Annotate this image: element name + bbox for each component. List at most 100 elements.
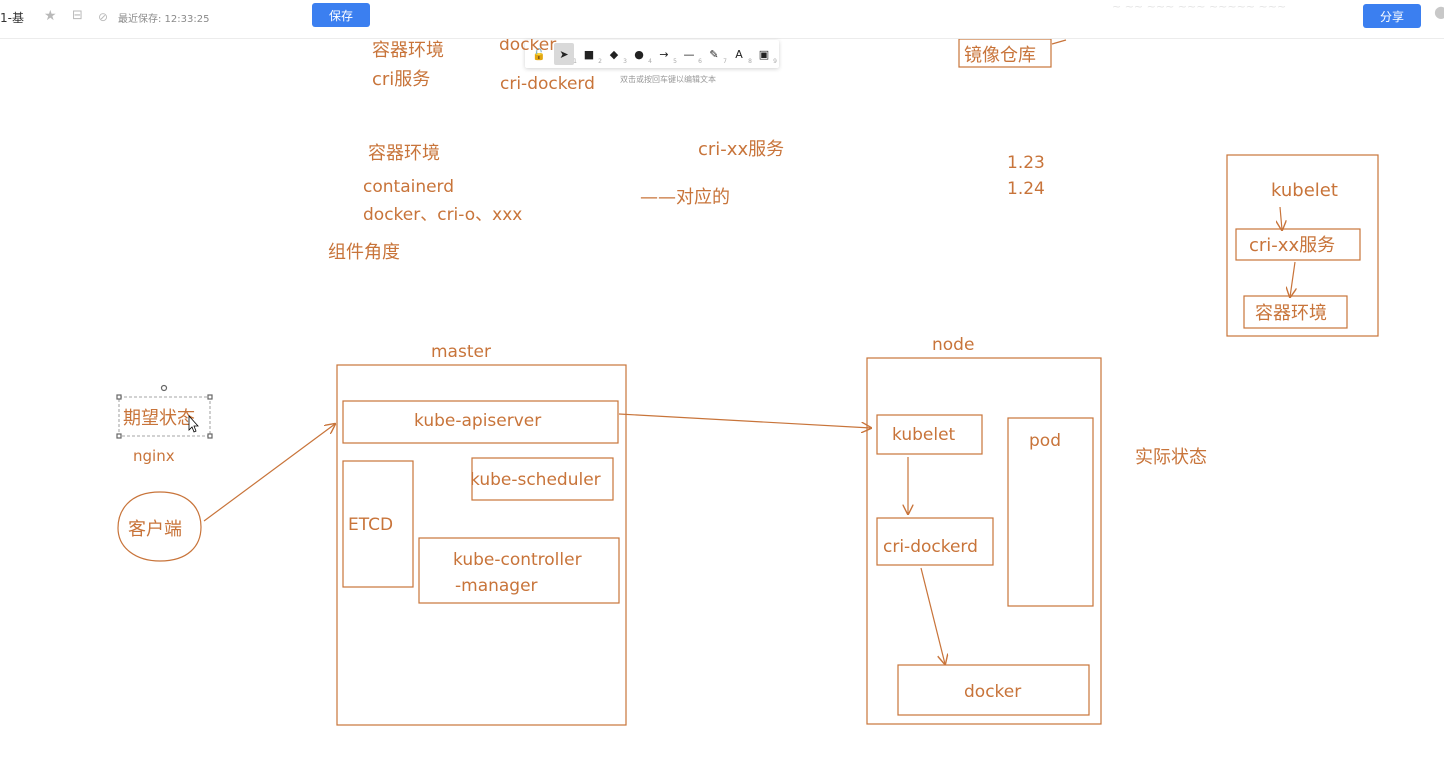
selection-handle-bl[interactable] xyxy=(116,433,122,439)
scheduler-box[interactable] xyxy=(471,457,614,501)
scheduler-label[interactable]: kube-scheduler xyxy=(470,470,601,490)
note-cri-service[interactable]: cri服务 xyxy=(372,69,430,90)
tool-image-icon[interactable]: ▣9 xyxy=(754,43,777,66)
selection-handle-br[interactable] xyxy=(207,433,213,439)
mouse-cursor-icon xyxy=(188,414,199,433)
tool-unlock-icon[interactable]: 🔓 xyxy=(529,43,549,65)
side-kubelet-label[interactable]: kubelet xyxy=(1271,180,1338,201)
note-version-124[interactable]: 1.24 xyxy=(1007,179,1045,199)
note-corresponding[interactable]: ——对应的 xyxy=(640,187,730,208)
tool-rectangle-glyph: ■ xyxy=(583,47,595,61)
tool-line-glyph: — xyxy=(683,47,695,61)
user-avatar-icon[interactable]: ● xyxy=(1434,2,1444,21)
tool-select-shortcut: 1 xyxy=(573,58,577,65)
note-component-view[interactable]: 组件角度 xyxy=(328,242,400,263)
cri-to-docker-arrow xyxy=(920,567,945,664)
tool-ellipse-icon[interactable]: ●4 xyxy=(629,43,652,66)
share-button[interactable]: 分享 xyxy=(1363,4,1421,28)
client-label[interactable]: 客户端 xyxy=(128,519,182,540)
controller-manager-box[interactable] xyxy=(418,537,620,604)
note-version-123[interactable]: 1.23 xyxy=(1007,153,1045,173)
node-docker-box[interactable] xyxy=(897,664,1090,716)
tool-diamond-icon[interactable]: ◆3 xyxy=(604,43,627,66)
apiserver-label[interactable]: kube-apiserver xyxy=(414,411,541,431)
node-docker-label[interactable]: docker xyxy=(964,682,1021,702)
whiteboard-canvas[interactable]: 容器环境 docker cri服务 cri-dockerd 镜像仓库 容器环境 … xyxy=(0,35,1444,772)
selection-handle-tl[interactable] xyxy=(116,394,122,400)
node-frame[interactable] xyxy=(866,357,1102,725)
client-to-apiserver-arrow xyxy=(203,424,335,522)
tool-arrow-shortcut: 5 xyxy=(673,58,677,65)
note-container-env-2[interactable]: 容器环境 xyxy=(368,143,440,164)
tool-diamond-shortcut: 3 xyxy=(623,58,627,65)
note-cri-dockerd-top[interactable]: cri-dockerd xyxy=(500,74,595,94)
node-cri-dockerd-box[interactable] xyxy=(876,517,994,566)
master-label[interactable]: master xyxy=(431,342,491,362)
selection-handle-tr[interactable] xyxy=(207,394,213,400)
tool-ellipse-glyph: ● xyxy=(634,47,644,61)
tool-rectangle-icon[interactable]: ■2 xyxy=(579,43,602,66)
tool-line-icon[interactable]: —6 xyxy=(679,43,703,66)
save-button[interactable]: 保存 xyxy=(312,3,370,27)
mirror-repo-box[interactable] xyxy=(958,38,1052,68)
pod-label[interactable]: pod xyxy=(1029,431,1061,451)
tool-diamond-glyph: ◆ xyxy=(609,47,619,61)
note-docker-top[interactable]: docker xyxy=(499,35,556,55)
side-container-env-label[interactable]: 容器环境 xyxy=(1255,303,1327,324)
side-box-frame[interactable] xyxy=(1226,154,1379,337)
tool-pencil-shortcut: 7 xyxy=(723,58,727,65)
tool-unlock-glyph: 🔓 xyxy=(532,47,546,61)
diagram-svg[interactable]: 容器环境 docker cri服务 cri-dockerd 镜像仓库 容器环境 … xyxy=(0,35,1444,772)
tool-image-shortcut: 9 xyxy=(773,58,777,65)
folder-icon[interactable]: ⊟ xyxy=(72,8,83,23)
controller-label-2[interactable]: -manager xyxy=(455,576,538,596)
client-circle[interactable] xyxy=(117,491,202,562)
node-kubelet-label[interactable]: kubelet xyxy=(892,425,956,445)
note-desired-state[interactable]: 期望状态 xyxy=(123,408,195,429)
side-arrow-1 xyxy=(1280,206,1282,230)
mirror-repo-connector xyxy=(1051,39,1067,45)
tool-pencil-icon[interactable]: ✎7 xyxy=(704,43,727,66)
pod-box[interactable] xyxy=(1007,417,1094,607)
etcd-box[interactable] xyxy=(342,460,414,588)
note-nginx[interactable]: nginx xyxy=(133,447,175,465)
tool-line-shortcut: 6 xyxy=(698,58,702,65)
note-container-env-top[interactable]: 容器环境 xyxy=(372,40,444,61)
document-title[interactable]: 1-基 xyxy=(0,11,24,25)
tool-text-glyph: A xyxy=(735,47,743,61)
saved-check-icon: ⊘ xyxy=(98,10,109,24)
tool-arrow-icon[interactable]: →5 xyxy=(654,43,677,66)
selection-box[interactable] xyxy=(118,396,211,437)
apiserver-to-kubelet-arrow xyxy=(618,413,871,428)
note-actual-state[interactable]: 实际状态 xyxy=(1135,447,1207,468)
note-containerd[interactable]: containerd xyxy=(363,177,454,197)
tool-select-glyph: ➤ xyxy=(559,47,569,61)
side-cri-xx-box[interactable] xyxy=(1235,228,1361,261)
node-kubelet-box[interactable] xyxy=(876,414,983,455)
tool-arrow-glyph: → xyxy=(659,47,669,61)
toolbar-hint: 双击或按回车键以编辑文本 xyxy=(620,75,716,84)
apiserver-box[interactable] xyxy=(342,400,619,444)
note-runtimes[interactable]: docker、cri-o、xxx xyxy=(363,205,522,225)
tool-image-glyph: ▣ xyxy=(758,47,770,61)
tool-rectangle-shortcut: 2 xyxy=(598,58,602,65)
node-label[interactable]: node xyxy=(932,335,974,355)
side-cri-xx-label[interactable]: cri-xx服务 xyxy=(1249,235,1335,256)
tool-text-shortcut: 8 xyxy=(748,58,752,65)
etcd-label[interactable]: ETCD xyxy=(348,515,393,535)
rotate-handle[interactable] xyxy=(160,384,168,392)
side-arrow-2 xyxy=(1290,261,1295,297)
tool-select-icon[interactable]: ➤1 xyxy=(554,43,577,65)
top-bar: 1-基 ★ ⊟ ⊘ 最近保存: 12:33:25 保存 ~ ~~ ~~~ ~~~… xyxy=(0,0,1444,39)
star-icon[interactable]: ★ xyxy=(44,8,57,24)
node-cri-dockerd-label[interactable]: cri-dockerd xyxy=(883,537,978,557)
tool-ellipse-shortcut: 4 xyxy=(648,58,652,65)
master-frame[interactable] xyxy=(336,364,627,726)
note-cri-xx-service[interactable]: cri-xx服务 xyxy=(698,139,784,160)
faint-background-text: ~ ~~ ~~~ ~~~ ~~~~~ ~~~ xyxy=(1112,0,1287,13)
note-mirror-repo[interactable]: 镜像仓库 xyxy=(964,45,1036,66)
controller-label-1[interactable]: kube-controller xyxy=(453,550,582,570)
save-status: 最近保存: 12:33:25 xyxy=(118,14,210,25)
